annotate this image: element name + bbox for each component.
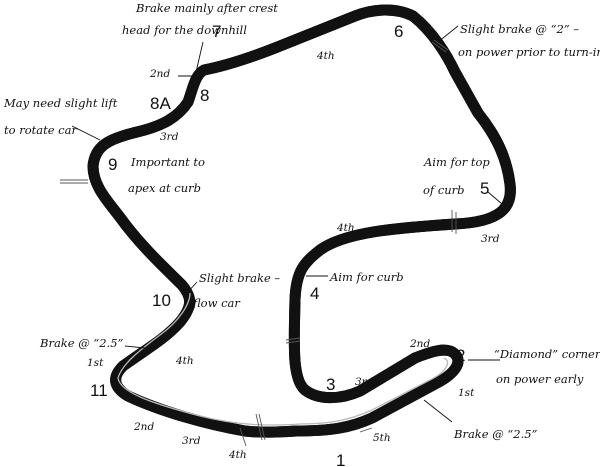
turn-8-number: 8	[200, 86, 209, 105]
curb-start	[239, 427, 247, 447]
gear-t2-2nd: 2nd	[409, 338, 430, 350]
driving-notes: Brake mainly after crest head for the do…	[3, 1, 600, 441]
track-outline	[87, 10, 510, 432]
note-t6-line2: on power prior to turn-in	[458, 45, 600, 59]
leader-t8a	[71, 125, 101, 141]
leader-t7	[195, 41, 204, 73]
turn-7-number: 7	[212, 22, 221, 41]
turn-numbers: 1 2 3 4 5 6 7 8 8A 9 10 11	[90, 22, 489, 467]
gear-straight-4th: 4th	[228, 449, 247, 461]
gear-t1-5th: 5th	[373, 432, 391, 444]
note-t7-line1: Brake mainly after crest	[135, 1, 278, 15]
curb-t5	[451, 210, 457, 234]
gear-straight-3rd: 3rd	[182, 435, 201, 447]
note-t2-line1: “Diamond” corner –	[494, 347, 600, 361]
turn-5-number: 5	[480, 179, 489, 198]
gear-t11-2nd: 2nd	[133, 421, 154, 433]
note-t8a-line1: May need slight lift	[3, 96, 118, 110]
gear-t4-4th: 4th	[336, 222, 355, 234]
turn-6-number: 6	[394, 22, 403, 41]
leader-t11	[124, 345, 146, 349]
curb-t4	[285, 337, 301, 344]
note-t9-line1: Important to	[130, 155, 205, 169]
curb-t1	[359, 427, 373, 433]
note-t10-line1: Slight brake –	[199, 271, 280, 285]
note-t2-brake: Brake @ “2.5”	[453, 427, 538, 441]
note-t2-line2: on power early	[496, 372, 584, 386]
leader-lines	[71, 25, 503, 423]
note-t10-line2: flow car	[192, 296, 241, 310]
note-t8a-line2: to rotate car	[4, 123, 78, 137]
gear-t6-4th: 4th	[316, 50, 335, 62]
gear-t7-2nd: 2nd	[149, 68, 170, 80]
curb-t6	[431, 39, 449, 53]
note-t6-line1: Slight brake @ “2” –	[460, 22, 579, 36]
turn-11-number: 11	[90, 381, 108, 400]
gear-t2-1st: 1st	[458, 387, 475, 399]
gear-t8a-3rd: 3rd	[160, 131, 179, 143]
racing-line	[117, 292, 449, 426]
turn-3-number: 3	[326, 375, 335, 394]
curb-straight	[255, 413, 266, 441]
note-t5-line1: Aim for top	[423, 155, 490, 169]
turn-8a-number: 8A	[150, 94, 171, 113]
turn-1-number: 1	[336, 451, 345, 467]
leader-t2-brake	[423, 399, 453, 423]
gear-t10-4th: 4th	[175, 355, 194, 367]
gear-t11-1st: 1st	[87, 357, 104, 369]
turn-9-number: 9	[108, 155, 117, 174]
turn-2-number: 2	[456, 346, 465, 365]
leader-t10	[185, 281, 198, 295]
gear-t3-3rd: 3rd	[355, 376, 374, 388]
turn-4-number: 4	[310, 284, 319, 303]
note-t7-line2: head for the downhill	[122, 23, 247, 37]
gear-t5-3rd: 3rd	[481, 233, 500, 245]
leader-t6	[437, 25, 459, 43]
note-t9-line2: apex at curb	[128, 181, 201, 195]
note-t5-line2: of curb	[423, 183, 465, 197]
note-t4: Aim for curb	[329, 270, 404, 284]
curb-markers	[60, 39, 457, 447]
gear-labels: 2nd 4th 3rd 3rd 4th 4th 1st 2nd 3rd 4th …	[87, 50, 500, 461]
turn-10-number: 10	[152, 291, 171, 310]
note-t11: Brake @ “2.5”	[39, 336, 124, 350]
curb-t9	[60, 179, 88, 184]
leader-t5	[487, 191, 503, 205]
